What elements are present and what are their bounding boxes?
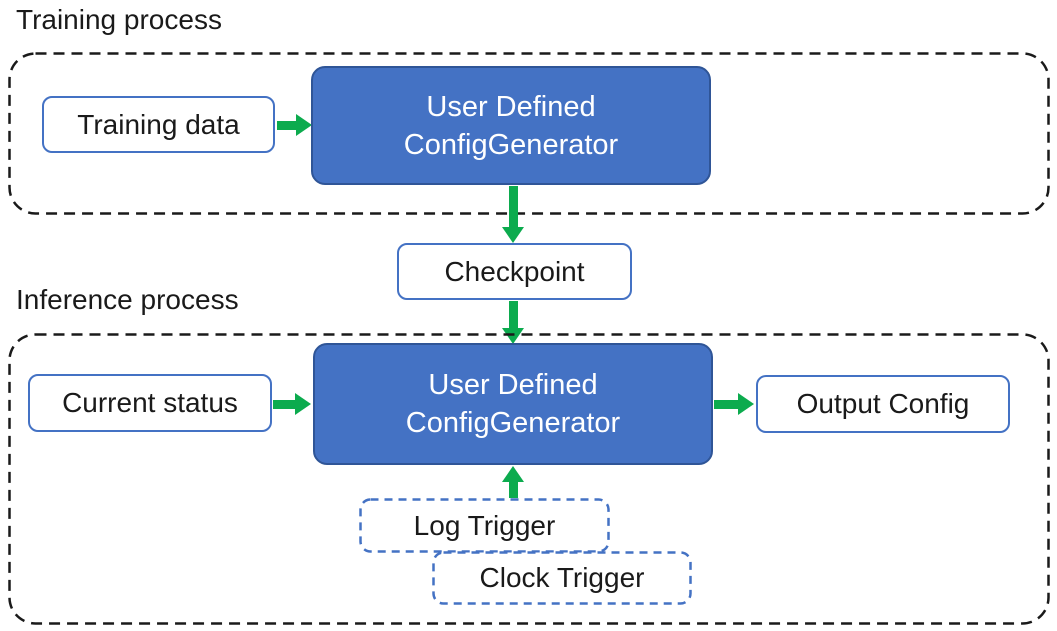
generator-label-line1: User Defined	[428, 369, 598, 401]
inference-config-generator-box: User Defined ConfigGenerator	[313, 343, 713, 465]
arrow-stem	[508, 301, 518, 328]
arrow-head	[296, 114, 312, 136]
arrow-stem	[508, 186, 518, 227]
arrow-stem	[277, 120, 296, 130]
current-status-label: Current status	[62, 387, 238, 418]
arrow-head	[295, 393, 311, 415]
current-status-box: Current status	[28, 374, 272, 432]
arrow-current-status-to-generator	[273, 393, 311, 415]
inference-process-container	[8, 333, 1050, 625]
inference-section-title: Inference process	[16, 284, 239, 315]
training-data-label: Training data	[77, 108, 240, 140]
arrow-generator-to-output-config	[714, 393, 754, 415]
log-trigger-box: Log Trigger	[359, 498, 610, 553]
arrow-head	[502, 466, 524, 482]
training-section-title: Training process	[16, 4, 222, 35]
clock-trigger-label: Clock Trigger	[479, 562, 645, 593]
arrow-stem	[508, 482, 518, 498]
training-config-generator-box: User Defined ConfigGenerator	[311, 66, 711, 185]
arrow-training-data-to-generator	[277, 114, 312, 136]
generator-label-line2: ConfigGenerator	[405, 407, 621, 439]
log-trigger-label: Log Trigger	[413, 509, 556, 541]
arrow-head	[738, 393, 754, 415]
output-config-label: Output Config	[796, 388, 970, 419]
arrow-head	[502, 328, 524, 344]
checkpoint-box: Checkpoint	[397, 243, 632, 300]
training-process-container	[8, 52, 1050, 215]
arrow-head	[502, 227, 524, 243]
arrow-stem	[714, 399, 738, 409]
clock-trigger-box: Clock Trigger	[432, 551, 692, 605]
arrow-stem	[273, 399, 295, 409]
generator-label-line2: ConfigGenerator	[403, 128, 619, 161]
arrow-generator-to-checkpoint	[502, 186, 524, 243]
checkpoint-label: Checkpoint	[444, 255, 585, 287]
arrow-checkpoint-to-inference-generator	[502, 301, 524, 344]
training-data-box: Training data	[42, 96, 275, 153]
output-config-box: Output Config	[756, 375, 1010, 433]
generator-label-line1: User Defined	[426, 90, 596, 123]
arrow-triggers-to-generator	[502, 466, 524, 498]
